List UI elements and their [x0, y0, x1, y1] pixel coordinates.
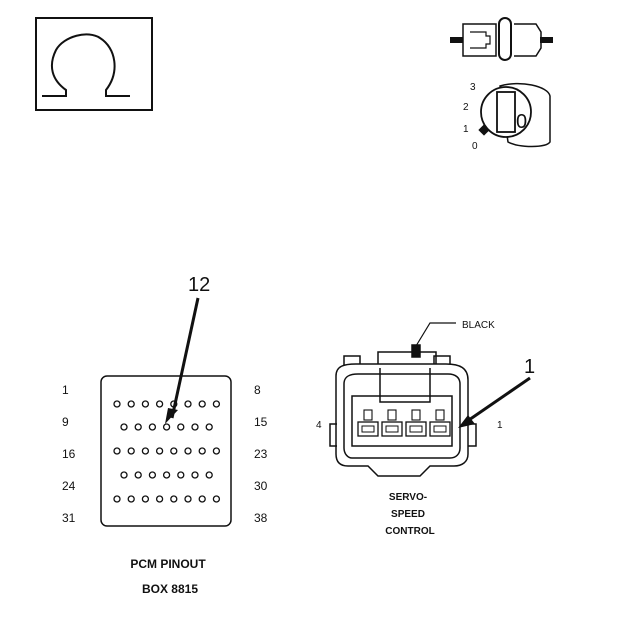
pcm-pin: [113, 400, 121, 408]
pcm-pin: [212, 447, 221, 455]
pcm-pin: [198, 447, 206, 455]
switch-position-label: 3: [470, 82, 476, 93]
servo-callout-number: 1: [524, 356, 535, 378]
pcm-pin: [155, 495, 164, 503]
pcm-pin: [170, 495, 178, 503]
pcm-pin: [198, 495, 206, 503]
servo-pin-label-right: 1: [497, 420, 503, 431]
pcm-pin: [141, 495, 150, 503]
pcm-pin: [148, 471, 157, 479]
pcm-pin: [184, 495, 192, 503]
servo-pin-row: [357, 409, 451, 437]
servo-pin-latch: [435, 409, 445, 421]
pcm-callout-number: 12: [188, 274, 210, 296]
pcm-pin: [170, 447, 178, 455]
servo-pin-contact: [433, 425, 447, 433]
pcm-pin: [177, 423, 185, 431]
pcm-pin: [127, 400, 135, 408]
switch-position-label: 0: [472, 141, 478, 152]
omega-icon: [42, 33, 130, 97]
pcm-pin: [162, 423, 171, 431]
pcm-pin: [184, 400, 192, 408]
servo-name-line: CONTROL: [385, 526, 434, 537]
pcm-pin: [191, 423, 199, 431]
servo-pin-latch: [363, 409, 373, 421]
pcm-pin-label-left: 16: [62, 447, 76, 461]
pcm-pin: [141, 400, 150, 408]
pcm-pin: [120, 471, 128, 479]
servo-pin-contact: [409, 425, 423, 433]
pcm-pin: [205, 423, 213, 431]
pcm-pin-label-right: 23: [254, 447, 268, 461]
pcm-pin-label-left: 9: [62, 415, 69, 429]
pcm-pin: [155, 447, 164, 455]
pcm-pin: [113, 495, 121, 503]
pcm-pin-label-right: 8: [254, 383, 261, 397]
switch-position-label: 1: [463, 124, 469, 135]
pcm-pin: [120, 423, 128, 431]
pcm-pin: [155, 400, 164, 408]
test-lead-icon: [450, 17, 553, 61]
pcm-pin-label-right: 15: [254, 415, 268, 429]
servo-pin-contact: [361, 425, 375, 433]
pcm-pin: [198, 400, 206, 408]
pcm-connector: [100, 297, 232, 527]
switch-selected-position: 0: [516, 111, 527, 133]
pcm-pin: [205, 471, 213, 479]
pcm-pin-label-left: 24: [62, 479, 76, 493]
pcm-pin: [212, 495, 221, 503]
pcm-pin-label-right: 38: [254, 511, 268, 525]
pcm-pin: [127, 447, 135, 455]
pcm-pin: [212, 400, 221, 408]
servo-name-line: SPEED: [391, 509, 425, 520]
servo-pin-contact: [385, 425, 399, 433]
pcm-pin-label-right: 30: [254, 479, 268, 493]
color-leader-line: [415, 322, 456, 347]
pcm-pin-label-left: 1: [62, 383, 69, 397]
pcm-pin-grid: [113, 400, 221, 503]
pcm-pin: [113, 447, 121, 455]
pcm-pin: [134, 471, 142, 479]
pcm-title: PCM PINOUT: [130, 557, 206, 571]
servo-pin-latch: [387, 409, 397, 421]
pcm-pin: [141, 447, 150, 455]
connector-color-label: BLACK: [462, 320, 495, 331]
pcm-pin: [177, 471, 185, 479]
servo-name-line: SERVO-: [389, 492, 427, 503]
pcm-pin: [162, 471, 171, 479]
pcm-pin: [191, 471, 199, 479]
pcm-pin: [148, 423, 157, 431]
servo-pin-latch: [411, 409, 421, 421]
ohmmeter-symbol-box: Ω: [35, 17, 153, 111]
pcm-box-number: BOX 8815: [142, 582, 198, 596]
ignition-switch-icon: 3 2 1 0 0: [463, 82, 551, 152]
servo-connector: [329, 344, 477, 477]
servo-callout-arrow: [465, 376, 531, 424]
pcm-pin: [127, 495, 135, 503]
pcm-pin: [184, 447, 192, 455]
switch-position-label: 2: [463, 102, 469, 113]
pcm-pin-label-left: 31: [62, 511, 76, 525]
servo-pin-label-left: 4: [316, 420, 322, 431]
pcm-pin: [134, 423, 142, 431]
